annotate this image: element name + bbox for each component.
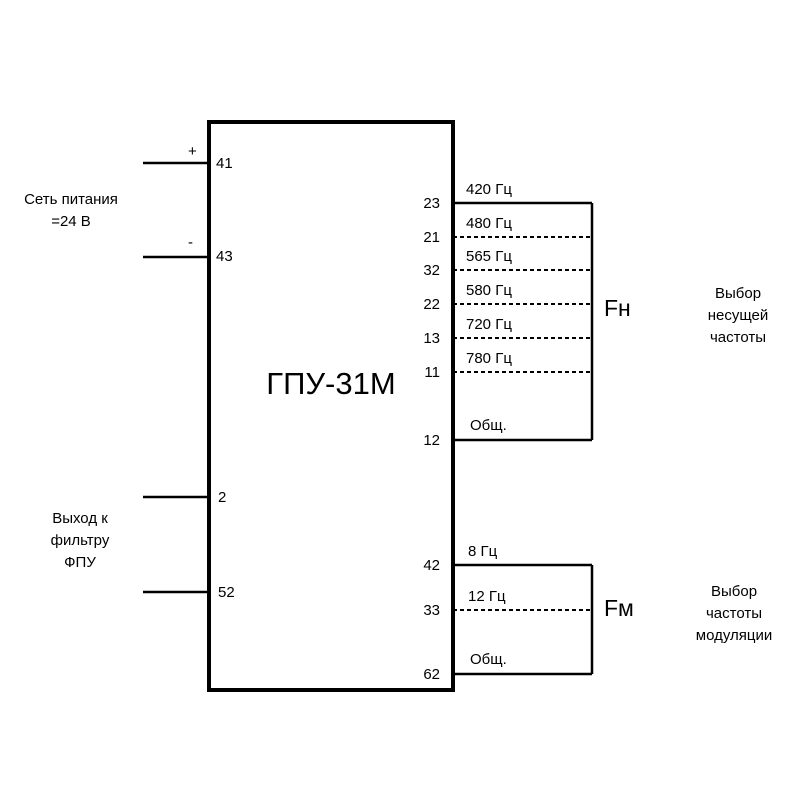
carrier-common: Общ. bbox=[470, 417, 507, 434]
pin-22: 22 bbox=[423, 296, 440, 313]
freq-720: 720 Гц bbox=[466, 316, 512, 333]
modulation-label-line2: частоты bbox=[706, 605, 762, 622]
freq-8: 8 Гц bbox=[468, 543, 498, 560]
output-label-line1: Выход к bbox=[52, 510, 108, 527]
power-label-line2: =24 В bbox=[51, 213, 91, 230]
output-label-line2: фильтру bbox=[51, 532, 110, 549]
pin-13: 13 bbox=[423, 330, 440, 347]
freq-780: 780 Гц bbox=[466, 350, 512, 367]
pin-41: 41 bbox=[216, 155, 233, 172]
carrier-symbol: Fн bbox=[604, 295, 631, 321]
power-minus-sign: - bbox=[188, 234, 193, 251]
pin-33: 33 bbox=[423, 602, 440, 619]
pin-42: 42 bbox=[423, 557, 440, 574]
pin-21: 21 bbox=[423, 229, 440, 246]
freq-480: 480 Гц bbox=[466, 215, 512, 232]
pin-11: 11 bbox=[424, 364, 440, 381]
pin-23: 23 bbox=[423, 195, 440, 212]
modulation-common: Общ. bbox=[470, 651, 507, 668]
modulation-symbol: Fм bbox=[604, 595, 634, 621]
carrier-label-line1: Выбор bbox=[715, 285, 761, 302]
freq-420: 420 Гц bbox=[466, 181, 512, 198]
pin-12: 12 bbox=[423, 432, 440, 449]
pin-2: 2 bbox=[218, 489, 226, 506]
carrier-label-line3: частоты bbox=[710, 329, 766, 346]
gpu-block bbox=[207, 120, 455, 692]
output-label-line3: ФПУ bbox=[64, 554, 96, 571]
power-plus-sign: + bbox=[188, 143, 197, 160]
freq-580: 580 Гц bbox=[466, 282, 512, 299]
power-label-line1: Сеть питания bbox=[24, 191, 118, 208]
pin-62: 62 bbox=[423, 666, 440, 683]
carrier-label-line2: несущей bbox=[708, 307, 769, 324]
block-title: ГПУ-31М bbox=[266, 366, 395, 401]
freq-565: 565 Гц bbox=[466, 248, 512, 265]
pin-52: 52 bbox=[218, 584, 235, 601]
freq-12: 12 Гц bbox=[468, 588, 506, 605]
pin-32: 32 bbox=[423, 262, 440, 279]
modulation-label-line3: модуляции bbox=[696, 627, 772, 644]
modulation-label-line1: Выбор bbox=[711, 583, 757, 600]
pin-43: 43 bbox=[216, 248, 233, 265]
